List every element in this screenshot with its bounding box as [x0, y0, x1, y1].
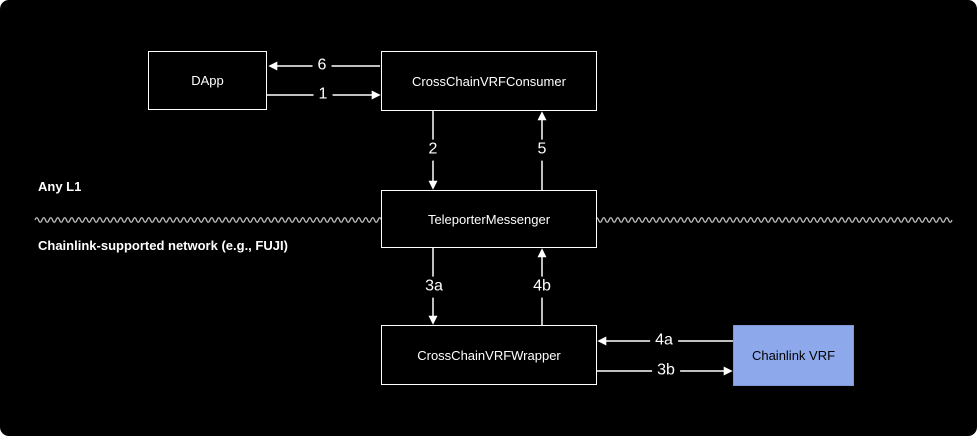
edge-label-step4a: 4a: [650, 330, 678, 352]
edge-label-step6: 6: [312, 55, 332, 77]
node-chainlink-vrf: Chainlink VRF: [733, 325, 854, 386]
edge-label-step1: 1: [313, 84, 333, 106]
node-crosschain-vrf-wrapper-label: CrossChainVRFWrapper: [417, 347, 561, 363]
region-label-chainlink-network: Chainlink-supported network (e.g., FUJI): [38, 238, 288, 253]
edge-label-step3b: 3b: [652, 360, 680, 382]
node-crosschain-vrf-consumer: CrossChainVRFConsumer: [381, 51, 597, 111]
node-teleporter-messenger-label: TeleporterMessenger: [427, 211, 551, 227]
edge-label-step3a: 3a: [420, 276, 448, 298]
node-chainlink-vrf-label: Chainlink VRF: [751, 348, 836, 363]
node-teleporter-messenger: TeleporterMessenger: [381, 190, 597, 248]
edge-label-step5: 5: [532, 139, 552, 161]
edge-label-step4b: 4b: [528, 276, 556, 298]
node-dapp-label: DApp: [191, 73, 224, 88]
region-label-any-l1: Any L1: [38, 179, 82, 194]
edge-label-step2: 2: [423, 139, 443, 161]
node-crosschain-vrf-consumer-label: CrossChainVRFConsumer: [412, 73, 566, 89]
node-crosschain-vrf-wrapper: CrossChainVRFWrapper: [381, 325, 597, 385]
node-dapp: DApp: [148, 51, 267, 110]
